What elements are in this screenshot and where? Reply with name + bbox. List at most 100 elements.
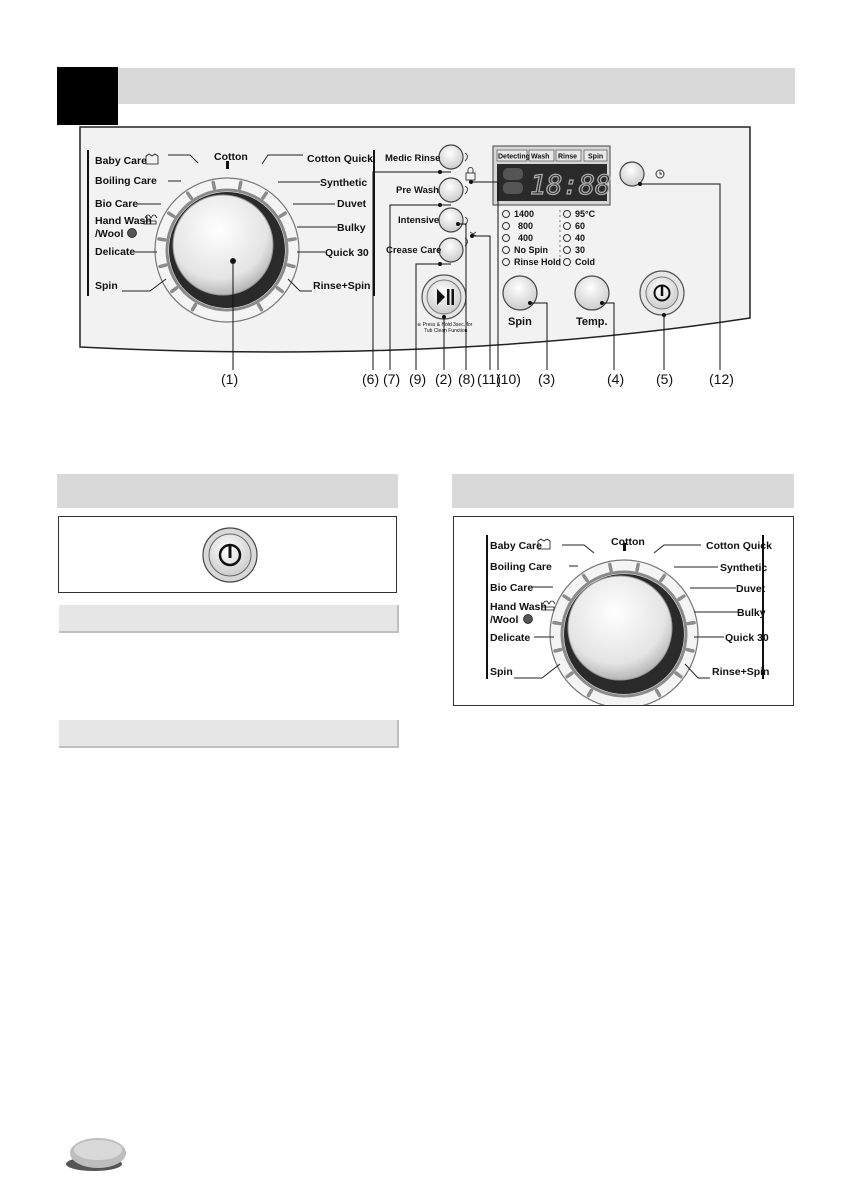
spin-level-1400: 1400 bbox=[514, 209, 534, 219]
callout-8: (8) bbox=[458, 371, 476, 387]
callout-10: (10) bbox=[496, 371, 521, 387]
dial-tick bbox=[565, 671, 574, 679]
callout-9: (9) bbox=[409, 371, 427, 387]
program-dial-large[interactable]: Baby Care Boiling Care Bio Care Hand Was… bbox=[454, 517, 793, 709]
display-tab-wash: Wash bbox=[531, 154, 549, 161]
dial-tick bbox=[685, 647, 695, 653]
callout-6: (6) bbox=[362, 371, 380, 387]
tub-clean-note-2: Tub Clean Function bbox=[424, 328, 468, 334]
program-rinse-spin: Rinse+Spin bbox=[313, 280, 370, 292]
dial-tick bbox=[186, 191, 193, 200]
dial-tick bbox=[237, 180, 243, 191]
power-subheading-bar-2 bbox=[59, 720, 399, 748]
baby-care-icon bbox=[145, 153, 159, 165]
dial-bulky: Bulky bbox=[737, 607, 766, 619]
program-section-bar bbox=[452, 474, 794, 508]
dial-duvet: Duvet bbox=[736, 583, 766, 595]
dial-cotton: Cotton bbox=[611, 536, 645, 548]
dial-tick bbox=[256, 302, 264, 312]
program-duvet: Duvet bbox=[337, 198, 367, 210]
program-delicate: Delicate bbox=[95, 246, 135, 258]
program-bulky: Bulky bbox=[337, 222, 366, 234]
page-number-badge bbox=[66, 1138, 126, 1171]
temp-level-cold: Cold bbox=[575, 257, 595, 267]
dial-baby-care: Baby Care bbox=[490, 540, 542, 552]
callout-12: (12) bbox=[709, 371, 734, 387]
callout-7: (7) bbox=[383, 371, 401, 387]
dial-tick bbox=[278, 211, 288, 219]
section-number-block bbox=[57, 67, 118, 125]
control-panel-diagram: Baby Care Boiling Care Bio Care Hand Was… bbox=[79, 126, 751, 370]
spin-level-rinse-hold: Rinse Hold bbox=[514, 257, 561, 267]
program-quick-30: Quick 30 bbox=[325, 247, 369, 259]
dial-cotton-quick: Cotton Quick bbox=[706, 540, 772, 552]
dial-tick bbox=[586, 688, 594, 698]
dial-bio-care: Bio Care bbox=[490, 582, 533, 594]
dial-tick bbox=[275, 286, 284, 294]
dial-delicate: Delicate bbox=[490, 632, 530, 644]
power-button[interactable] bbox=[59, 517, 396, 592]
dial-tick bbox=[562, 594, 571, 602]
dial-tick bbox=[261, 191, 268, 200]
dial-tick bbox=[608, 562, 613, 573]
program-wool: /Wool bbox=[95, 228, 123, 240]
dial-tick bbox=[635, 562, 640, 573]
intensive-label: Intensive bbox=[398, 215, 439, 226]
display-tab-detecting: Detecting bbox=[498, 154, 530, 161]
spin-level-800: 800 bbox=[518, 221, 533, 231]
power-icon bbox=[218, 543, 242, 567]
dial-tick bbox=[553, 647, 563, 653]
wool-icon bbox=[127, 228, 137, 238]
temp-level-60: 60 bbox=[575, 221, 585, 231]
dial-tick bbox=[659, 573, 667, 583]
dial-tick bbox=[686, 620, 696, 626]
display-digits: 18:88 bbox=[530, 170, 611, 201]
dial-tick bbox=[674, 671, 683, 679]
dial-tick bbox=[552, 620, 562, 626]
spin-level-no-spin: No Spin bbox=[514, 245, 548, 255]
temp-level-30: 30 bbox=[575, 245, 585, 255]
callout-3: (3) bbox=[538, 371, 556, 387]
program-synthetic: Synthetic bbox=[320, 177, 367, 189]
dial-tick bbox=[677, 594, 686, 602]
temp-button-label: Temp. bbox=[576, 316, 608, 328]
dial-hand-wash: Hand Wash bbox=[490, 601, 547, 613]
dial-tick bbox=[157, 237, 167, 242]
callout-11: (11) bbox=[477, 371, 501, 387]
dial-hand-wash-icon bbox=[541, 600, 556, 611]
crease-care-label: Crease Care bbox=[386, 245, 441, 256]
dial-baby-care-icon bbox=[537, 538, 551, 550]
spin-level-400: 400 bbox=[518, 233, 533, 243]
power-button-box bbox=[58, 516, 397, 593]
callout-2: (2) bbox=[435, 371, 453, 387]
dial-quick-30: Quick 30 bbox=[725, 632, 769, 644]
dial-spin: Spin bbox=[490, 666, 513, 678]
program-boiling-care: Boiling Care bbox=[95, 175, 157, 187]
program-dial[interactable] bbox=[154, 177, 300, 323]
program-cotton-quick: Cotton Quick bbox=[307, 153, 373, 165]
temp-level-95: 95°C bbox=[575, 209, 596, 219]
program-cotton: Cotton bbox=[214, 151, 248, 163]
dial-tick bbox=[158, 263, 168, 269]
dial-boiling-care: Boiling Care bbox=[490, 561, 552, 573]
dial-tick bbox=[286, 263, 296, 269]
program-baby-care: Baby Care bbox=[95, 155, 147, 167]
spin-button-label: Spin bbox=[508, 316, 532, 328]
medic-rinse-label: Medic Rinse bbox=[385, 153, 440, 164]
pre-wash-label: Pre Wash bbox=[396, 185, 439, 196]
display-tab-spin: Spin bbox=[588, 154, 603, 161]
dial-synthetic: Synthetic bbox=[720, 562, 767, 574]
program-spin: Spin bbox=[95, 280, 118, 292]
dial-tick bbox=[654, 688, 662, 698]
display-tab-rinse: Rinse bbox=[558, 154, 577, 161]
dial-wool-icon bbox=[523, 614, 533, 624]
dial-tick bbox=[581, 573, 589, 583]
hand-wash-icon bbox=[143, 214, 158, 225]
program-bio-care: Bio Care bbox=[95, 198, 138, 210]
power-section-bar bbox=[57, 474, 398, 508]
program-dial-box: Baby Care Boiling Care Bio Care Hand Was… bbox=[453, 516, 794, 709]
temp-level-40: 40 bbox=[575, 233, 585, 243]
callout-1: (1) bbox=[221, 371, 239, 387]
power-subheading-bar bbox=[59, 605, 399, 633]
dial-tick bbox=[190, 302, 198, 312]
